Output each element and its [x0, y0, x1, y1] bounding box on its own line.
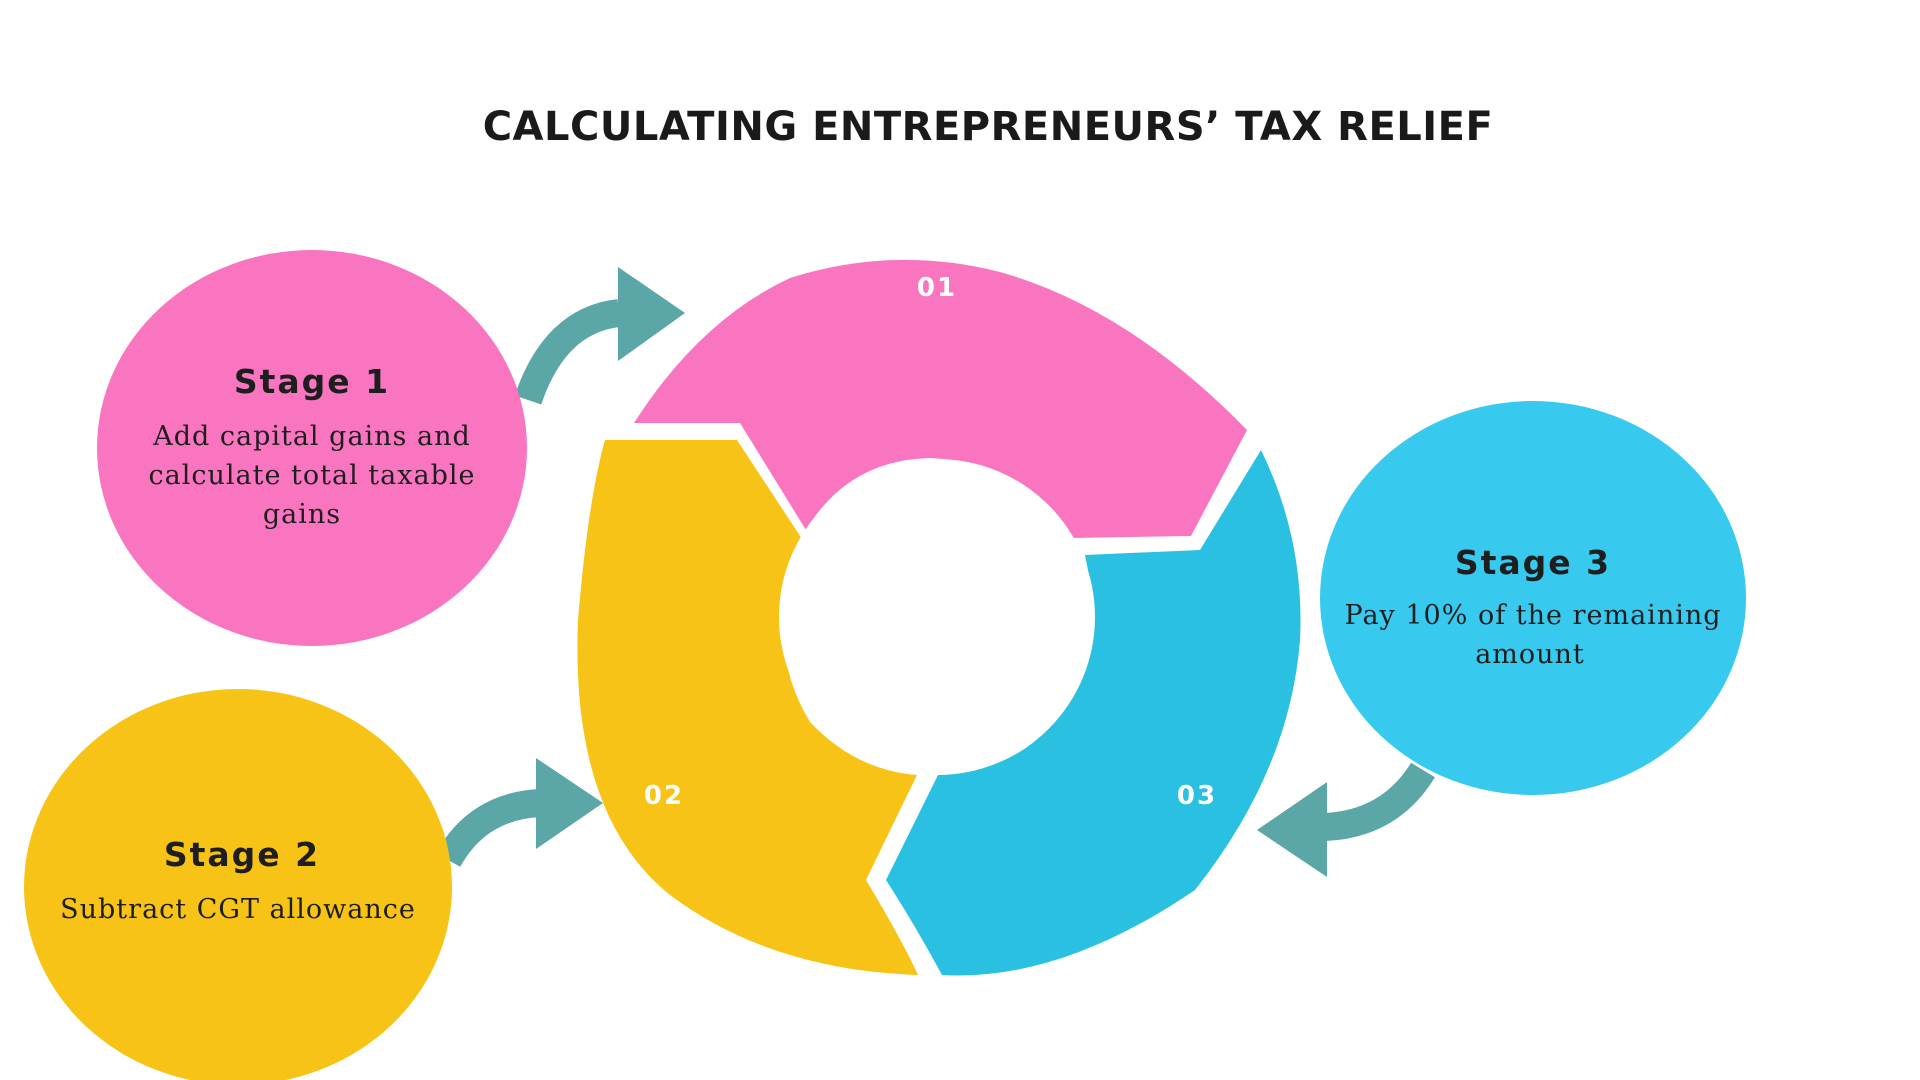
stage-2-card: Stage 2 Subtract CGT allowance	[24, 689, 452, 1080]
stage-2-circle	[24, 689, 452, 1080]
ring-segment-01	[634, 259, 1247, 538]
arrow-stage2-to-ring	[435, 758, 603, 868]
stage-2-title: Stage 2	[164, 835, 320, 874]
stage-3-card: Stage 3 Pay 10% of the remaining amount	[1320, 401, 1746, 795]
page-title: CALCULATING ENTREPRENEURS’ TAX RELIEF	[483, 104, 1494, 150]
stage-3-title: Stage 3	[1455, 543, 1611, 582]
segment-number-03: 03	[1177, 781, 1217, 811]
stage-1-text-line-2: calculate total taxable	[149, 460, 476, 491]
stage-1-text-line-3: gains	[263, 499, 341, 530]
segment-number-02: 02	[644, 781, 684, 811]
stage-1-text-line-1: Add capital gains and	[152, 421, 471, 452]
ring-center-hole	[779, 459, 1095, 775]
segment-number-01: 01	[917, 273, 957, 303]
cycle-ring	[577, 259, 1301, 976]
arrow-stage1-to-ring	[514, 267, 685, 405]
ring-segment-03	[886, 450, 1301, 976]
stage-2-text-line-1: Subtract CGT allowance	[60, 894, 416, 925]
ring-segment-02	[577, 440, 918, 975]
stage-3-circle	[1320, 401, 1746, 795]
stage-1-title: Stage 1	[234, 362, 390, 401]
stage-1-card: Stage 1 Add capital gains and calculate …	[97, 250, 527, 646]
stage-3-text-line-1: Pay 10% of the remaining	[1344, 600, 1721, 631]
arrow-stage3-to-ring	[1257, 762, 1435, 877]
stage-1-circle	[97, 250, 527, 646]
stage-3-text-line-2: amount	[1475, 639, 1585, 670]
